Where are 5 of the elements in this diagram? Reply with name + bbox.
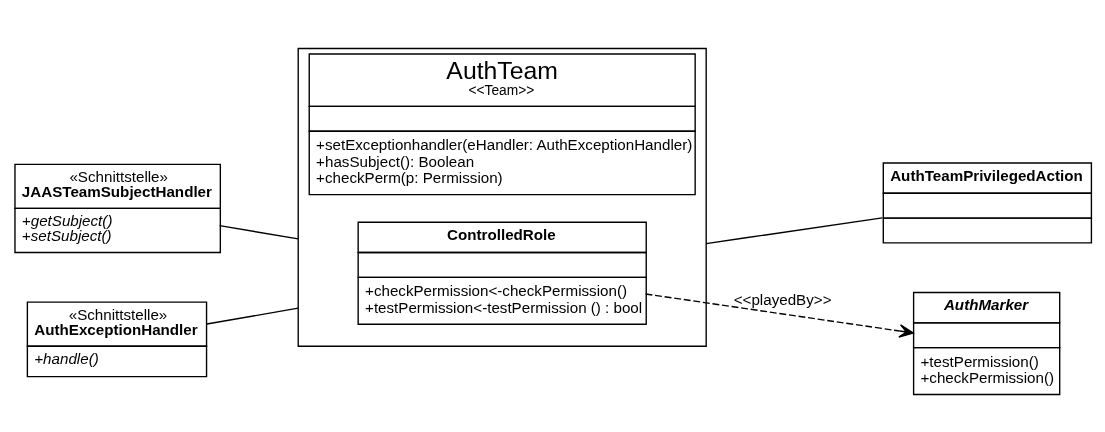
connector xyxy=(218,224,299,240)
edge-label: <<playedBy>> xyxy=(733,290,832,308)
arrow xyxy=(644,293,915,338)
connector xyxy=(206,307,299,325)
connector xyxy=(705,217,883,245)
